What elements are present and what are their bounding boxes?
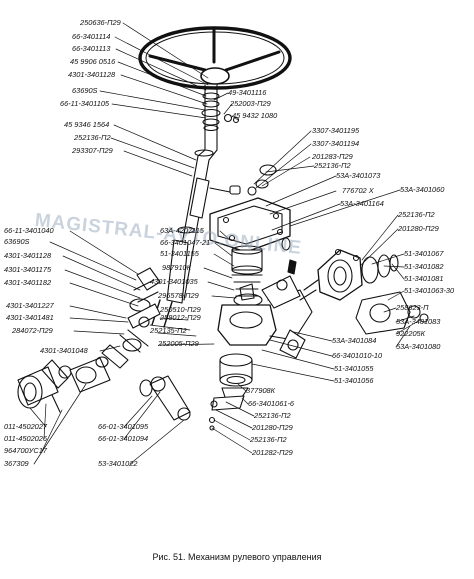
part-label: 201280-П29 bbox=[398, 224, 439, 233]
part-label: 51-3401155 bbox=[160, 249, 199, 258]
part-label: 377908К bbox=[246, 386, 276, 395]
part-label: 53-3401022 bbox=[98, 459, 138, 468]
steering-gear-housing bbox=[209, 197, 313, 387]
part-label: 53А-3401164 bbox=[340, 199, 384, 208]
part-label: 53А-3401073 bbox=[336, 171, 381, 180]
part-label: 66-01-3401095 bbox=[98, 422, 149, 431]
part-label: 284072-П29 bbox=[12, 326, 53, 335]
part-label: 4301-3401128 bbox=[68, 70, 116, 79]
part-label: 63690S bbox=[4, 237, 30, 246]
part-label: 011-4502027 bbox=[4, 422, 48, 431]
part-label: 252135-П2 bbox=[150, 326, 187, 335]
part-label: 252005-П29 bbox=[158, 339, 199, 348]
part-label: 201282-П29 bbox=[252, 448, 293, 457]
part-label: 250510-П29 bbox=[160, 305, 201, 314]
part-label: 201280-П29 bbox=[252, 423, 293, 432]
part-label: 51-3401055 bbox=[334, 364, 374, 373]
part-label: 53А-3401080 bbox=[396, 342, 441, 351]
part-label: 51-3401067 bbox=[404, 249, 444, 258]
part-label: 66-3401047-21 bbox=[160, 238, 211, 247]
part-label: 51-3401063-30 bbox=[404, 286, 455, 295]
part-label: 296578-П29 bbox=[158, 291, 199, 300]
part-label: 66-11-3401105 bbox=[60, 99, 110, 108]
valve-body-right bbox=[355, 291, 429, 335]
part-label: 252136-П2 bbox=[254, 411, 291, 420]
column-fasteners bbox=[209, 113, 257, 196]
part-label: 250636-П29 bbox=[80, 18, 121, 27]
part-label: 367309 bbox=[4, 459, 29, 468]
part-label: 66-3401114 bbox=[72, 32, 111, 41]
part-label: 252136-П2 bbox=[74, 133, 111, 142]
figure-caption: Рис. 51. Механизм рулевого управления bbox=[152, 552, 322, 562]
part-label: 66-3401113 bbox=[72, 44, 111, 53]
part-label: 66-3401061-6 bbox=[248, 399, 295, 408]
leader-lines bbox=[29, 22, 421, 465]
part-label: 53А-3401084 bbox=[332, 336, 377, 345]
part-label: 49-3401116 bbox=[228, 88, 267, 97]
part-label: 53А-3401060 bbox=[400, 185, 445, 194]
power-steering-valve bbox=[261, 248, 399, 309]
part-label: 776702 Х bbox=[342, 186, 374, 195]
part-label: 252136-П2 bbox=[314, 161, 351, 170]
part-label: 66-11-3401040 bbox=[4, 226, 54, 235]
part-label: 201283-П29 bbox=[312, 152, 353, 161]
pitman-arm bbox=[208, 387, 249, 431]
part-label: 53А-3401083 bbox=[396, 317, 441, 326]
part-label: 4301-3401227 bbox=[6, 301, 54, 310]
part-label: 4301-3401128 bbox=[4, 251, 52, 260]
part-label: 987910К bbox=[162, 263, 192, 272]
part-label: 252136-П2 bbox=[250, 435, 287, 444]
part-label: 964700УС17 bbox=[4, 446, 47, 455]
part-label: 51-3401081 bbox=[404, 274, 444, 283]
part-label: 4301-3401481 bbox=[6, 313, 54, 322]
steering-wheel bbox=[138, 26, 292, 90]
part-label: 3307-3401194 bbox=[312, 139, 360, 148]
part-label: 51-3401056 bbox=[334, 376, 374, 385]
part-label: 252003-П29 bbox=[230, 99, 271, 108]
part-label: 293307-П29 bbox=[72, 146, 113, 155]
housing-small-parts bbox=[239, 164, 291, 301]
part-label: 4301-3401182 bbox=[4, 278, 52, 287]
part-label: 45 9346 1564 bbox=[64, 120, 110, 129]
part-label: 51-3401082 bbox=[404, 262, 444, 271]
cardan-cross-assembly bbox=[17, 356, 111, 413]
part-label: 922205К bbox=[396, 329, 426, 338]
part-label: 45 9906 0516 bbox=[70, 57, 116, 66]
part-label: 011-4502026 bbox=[4, 434, 48, 443]
part-label: 3307-3401195 bbox=[312, 126, 360, 135]
part-label: 258012-П29 bbox=[160, 313, 201, 322]
part-label: 63А-4207115 bbox=[160, 226, 204, 235]
drag-link-lever bbox=[139, 375, 191, 421]
part-label: 66-01-3401094 bbox=[98, 434, 149, 443]
steering-column bbox=[151, 84, 221, 328]
part-label: 252136-П2 bbox=[398, 210, 435, 219]
part-label: 258623-П bbox=[396, 303, 429, 312]
part-label: 4301-3401175 bbox=[4, 265, 52, 274]
part-label: 63690S bbox=[72, 86, 98, 95]
part-label: 66-3401010-10 bbox=[332, 351, 383, 360]
universal-joint-assembly bbox=[101, 267, 161, 369]
part-label: 4301-3401048 bbox=[40, 346, 88, 355]
part-label: 4301-3401035 bbox=[150, 277, 198, 286]
part-label: 45 9432 1080 bbox=[232, 111, 278, 120]
